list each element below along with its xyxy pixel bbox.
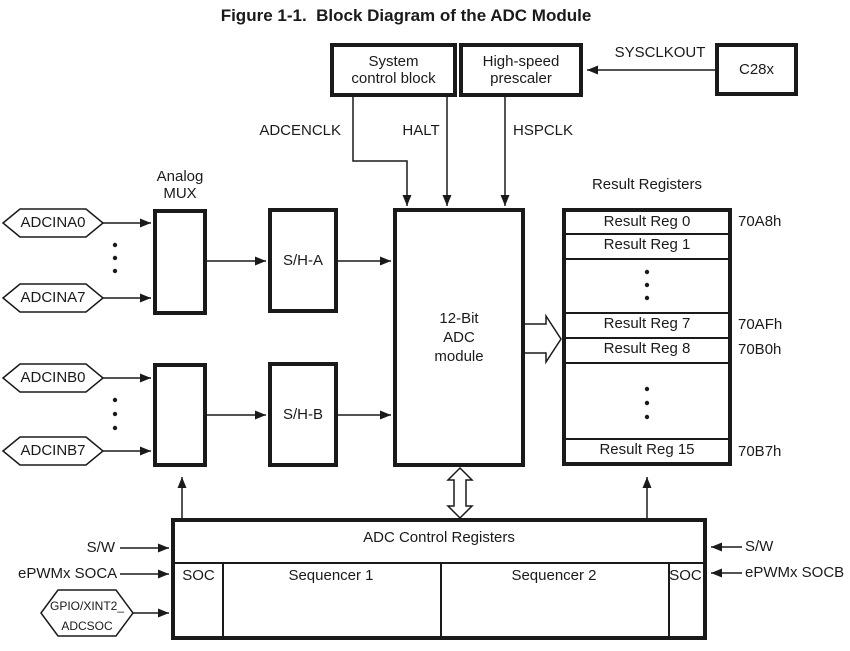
cell-divider <box>440 562 442 636</box>
adcinb0-pad <box>1 363 105 393</box>
high-speed-prescaler-block: High-speed prescaler <box>459 43 583 97</box>
addr-70a8h: 70A8h <box>738 213 782 230</box>
sample-hold-b: S/H-B <box>268 362 338 467</box>
adcina7-pad <box>1 283 105 313</box>
analog-mux-label-line1: Analog <box>156 168 204 185</box>
adcina0-label: ADCINA0 <box>20 214 86 231</box>
hspclk-label: HSPCLK <box>513 122 574 139</box>
result-reg-7-row: Result Reg 7 <box>603 315 691 332</box>
sequencer1-cell: Sequencer 1 <box>288 567 374 584</box>
sw-left-label: S/W <box>86 539 115 556</box>
adcenclk-label: ADCENCLK <box>259 122 341 139</box>
row-divider <box>566 362 728 364</box>
addr-70afh: 70AFh <box>738 316 783 333</box>
result-registers-table: Result Reg 0 Result Reg 1 Result Reg 7 R… <box>562 208 732 466</box>
result-reg-1-row: Result Reg 1 <box>603 236 691 253</box>
analog-mux-b <box>153 363 207 467</box>
gpio-xint2-label-line2: ADCSOC <box>61 619 113 633</box>
gpio-xint2-label-line1: GPIO/XINT2_ <box>49 599 125 613</box>
adc-to-results-hollow-arrow <box>525 313 562 365</box>
control-band-divider <box>175 562 703 564</box>
result-reg-0-row: Result Reg 0 <box>603 213 691 230</box>
row-divider <box>566 312 728 314</box>
sysclkout-label: SYSCLKOUT <box>614 44 706 61</box>
analog-mux-label-line2: MUX <box>163 185 197 202</box>
result-reg-15-row: Result Reg 15 <box>599 441 695 458</box>
halt-label: HALT <box>402 122 440 139</box>
adc-control-registers-title: ADC Control Registers <box>363 529 515 546</box>
row-divider <box>566 438 728 440</box>
adc-control-registers: ADC Control Registers SOC Sequencer 1 Se… <box>171 518 707 640</box>
adcinb7-pad <box>1 436 105 466</box>
adcina0-pad <box>1 208 105 238</box>
system-control-block: System control block <box>330 43 457 97</box>
addr-70b7h: 70B7h <box>738 443 782 460</box>
result-reg-8-row: Result Reg 8 <box>603 340 691 357</box>
adc-core-module: 12-Bit ADC module <box>393 208 525 467</box>
c28x-block: C28x <box>715 43 798 96</box>
epwmx-soca-label: ePWMx SOCA <box>18 565 118 582</box>
row-divider <box>566 233 728 235</box>
adcina7-label: ADCINA7 <box>20 289 86 306</box>
cell-divider <box>222 562 224 636</box>
sequencer2-cell: Sequencer 2 <box>511 567 597 584</box>
soc-right-cell: SOC <box>669 567 702 584</box>
adcinb7-label: ADCINB7 <box>20 442 86 459</box>
sw-right-label: S/W <box>745 538 774 555</box>
row-divider <box>566 337 728 339</box>
adcenclk-arrow <box>352 97 412 206</box>
epwmx-socb-label: ePWMx SOCB <box>745 564 845 581</box>
gpio-xint2-pad <box>40 589 134 637</box>
soc-left-cell: SOC <box>182 567 215 584</box>
sample-hold-a: S/H-A <box>268 208 338 313</box>
figure-title: Figure 1-1. Block Diagram of the ADC Mod… <box>220 6 592 25</box>
cell-divider <box>668 562 670 636</box>
analog-mux-a <box>153 209 207 315</box>
addr-70b0h: 70B0h <box>738 341 782 358</box>
ellipsis-dots <box>112 242 650 431</box>
adcinb0-label: ADCINB0 <box>20 369 86 386</box>
adc-control-bidirectional-arrow <box>446 466 474 520</box>
row-divider <box>566 258 728 260</box>
result-registers-title: Result Registers <box>591 176 703 193</box>
